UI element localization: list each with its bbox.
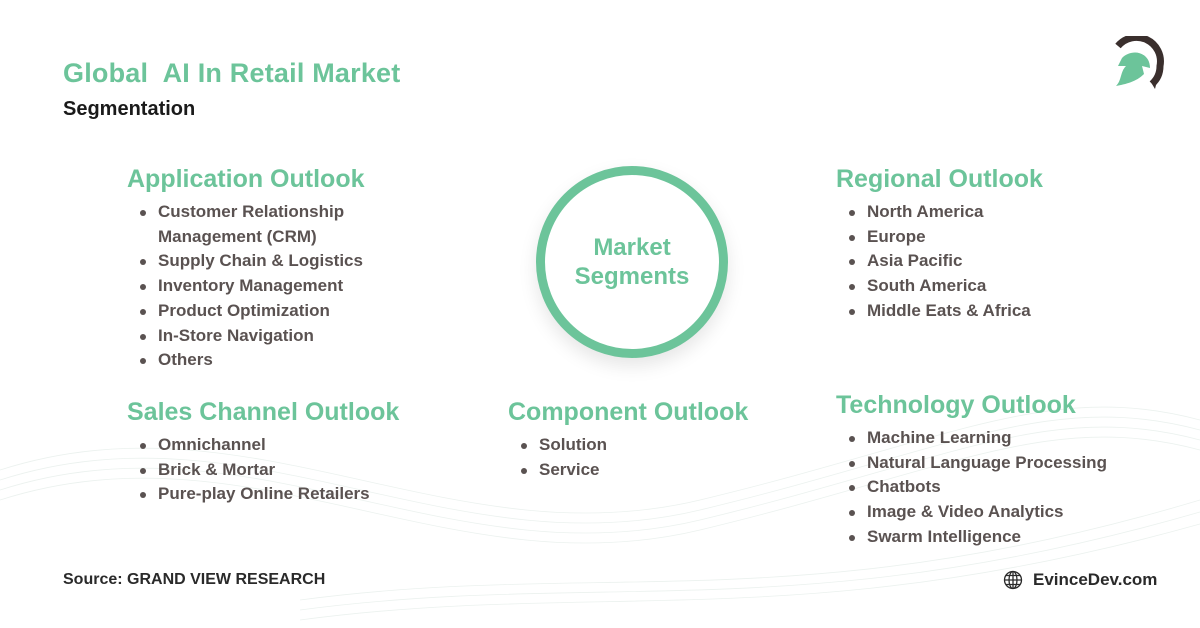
globe-icon (1003, 570, 1023, 590)
regional-outlook-section: Regional Outlook North America Europe As… (836, 165, 1043, 324)
sales-channel-outlook-title: Sales Channel Outlook (127, 398, 400, 426)
market-segments-circle: Market Segments (536, 166, 728, 358)
source-citation: Source: GRAND VIEW RESEARCH (63, 571, 326, 588)
list-item: North America (849, 200, 1043, 225)
list-item: Chatbots (849, 475, 1107, 500)
list-item: Omnichannel (139, 433, 399, 458)
application-outlook-section: Application Outlook Customer Relationshi… (127, 165, 365, 373)
sales-channel-outlook-section: Sales Channel Outlook Omnichannel Brick … (127, 398, 399, 507)
list-item: Europe (849, 225, 1043, 250)
list-item: Solution (520, 433, 748, 458)
list-item: Swarm Intelligence (849, 525, 1107, 550)
center-label-line2: Segments (574, 263, 690, 290)
list-item: Others (140, 348, 365, 373)
list-item: Machine Learning (849, 426, 1107, 451)
list-item: Pure-play Online Retailers (139, 482, 399, 507)
component-outlook-section: Component Outlook Solution Service (508, 398, 748, 482)
page-title: Global AI In Retail Market (63, 58, 401, 88)
list-item: Supply Chain & Logistics (140, 249, 365, 274)
technology-outlook-title: Technology Outlook (836, 391, 1076, 419)
list-item: Asia Pacific (849, 249, 1043, 274)
regional-outlook-title: Regional Outlook (836, 165, 1043, 193)
component-outlook-title: Component Outlook (508, 398, 749, 426)
list-item: Service (520, 458, 748, 483)
technology-outlook-section: Technology Outlook Machine Learning Natu… (836, 391, 1107, 550)
page-subtitle: Segmentation (63, 98, 196, 120)
list-item: Middle Eats & Africa (849, 299, 1043, 324)
list-item: Natural Language Processing (849, 451, 1107, 476)
list-item: Product Optimization (140, 299, 365, 324)
list-item: South America (849, 274, 1043, 299)
list-item: In-Store Navigation (140, 324, 365, 349)
center-label-line1: Market (593, 234, 671, 261)
website-label: EvinceDev.com (1033, 570, 1158, 589)
list-item: Inventory Management (140, 274, 365, 299)
spartan-helmet-logo-icon (1115, 36, 1164, 89)
list-item: Brick & Mortar (139, 458, 399, 483)
website-link[interactable]: EvinceDev.com (1003, 570, 1157, 590)
application-outlook-title: Application Outlook (127, 165, 365, 193)
list-item: Image & Video Analytics (849, 500, 1107, 525)
